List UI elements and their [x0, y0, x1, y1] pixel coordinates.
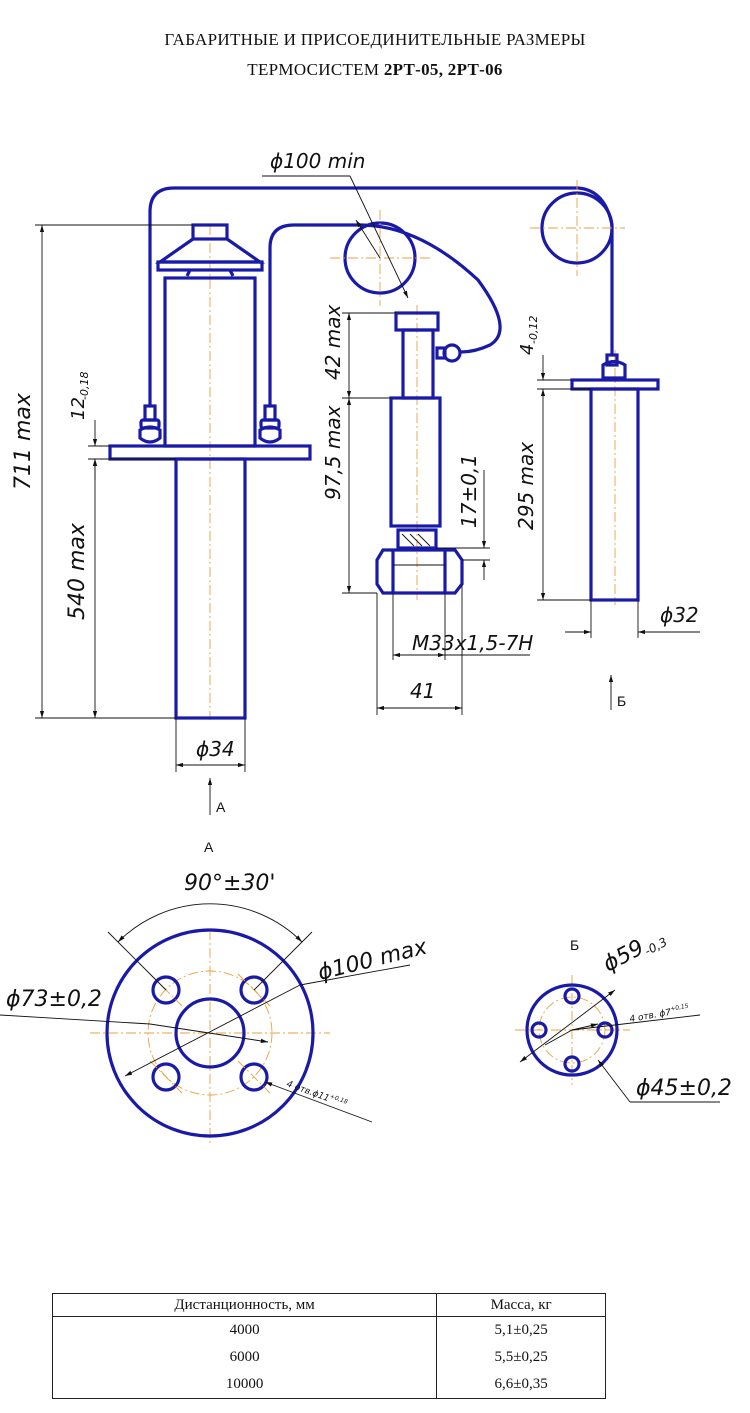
mass-table: Дистанционность, мм Масса, кг 4000 5,1±0… — [51, 1293, 606, 1399]
dim-d73: ϕ73±0,2 — [6, 987, 102, 1012]
table-cell-mass: 5,5±0,25 — [436, 1344, 606, 1371]
dim-4-tol: -0,12 — [527, 316, 540, 344]
dim-d34: ϕ34 — [196, 737, 235, 761]
dim-41: 41 — [410, 679, 435, 703]
dim-42: 42 max — [321, 304, 345, 380]
dim-holes-a-tol: +0,18 — [329, 1093, 349, 1106]
dim-17: 17±0,1 — [457, 454, 481, 528]
dim-d45: ϕ45±0,2 — [636, 1076, 732, 1101]
table-row: 10000 6,6±0,35 — [51, 1371, 606, 1399]
table-row: 6000 5,5±0,25 — [51, 1344, 606, 1371]
dim-d59-text: ϕ59 — [599, 935, 648, 977]
dim-thread: M33x1,5-7H — [412, 631, 533, 655]
dim-12-tol: -0,18 — [78, 372, 91, 400]
dim-4: 4 — [517, 344, 538, 355]
bend-circle-right — [530, 180, 625, 276]
dim-d100max: ϕ100 max — [315, 934, 430, 985]
dim-d59-tol: -0,3 — [642, 935, 669, 958]
dim-holes-b: 4 отв. ϕ7+0,15 — [628, 1003, 690, 1025]
dim-d59: ϕ59-0,3 — [599, 924, 669, 978]
view-a — [0, 903, 411, 1145]
view-b-label: Б — [570, 937, 579, 953]
dim-295: 295 max — [514, 442, 538, 530]
right-sensor — [570, 350, 660, 605]
main-sensor — [108, 223, 312, 720]
dim-angle: 90°±30' — [184, 871, 275, 896]
table-cell-distance: 10000 — [51, 1371, 438, 1399]
view-b-arrow-label: Б — [617, 693, 626, 709]
dim-12: 12 — [68, 397, 89, 420]
dim-540: 540 max — [65, 522, 90, 620]
middle-sensor — [375, 305, 464, 600]
title-line-2: ТЕРМОСИСТЕМ 2РТ-05, 2РТ-06 — [0, 60, 750, 80]
dim-711: 711 max — [11, 392, 36, 490]
table-cell-mass: 6,6±0,35 — [436, 1371, 606, 1399]
table-header-distance: Дистанционность, мм — [51, 1293, 438, 1317]
table-row: 4000 5,1±0,25 — [51, 1316, 606, 1344]
dim-d100min: ϕ100 min — [270, 149, 365, 173]
dim-d32: ϕ32 — [660, 603, 699, 627]
title-prefix: ТЕРМОСИСТЕМ — [247, 60, 384, 79]
title-models: 2РТ-05, 2РТ-06 — [383, 60, 503, 79]
dim-97-5: 97,5 max — [321, 405, 345, 500]
table-cell-mass: 5,1±0,25 — [436, 1316, 606, 1344]
view-a-arrow-label: А — [216, 799, 226, 815]
dim-holes-b-text: 4 отв. ϕ7 — [629, 1008, 672, 1025]
view-b — [515, 975, 720, 1103]
table-header-row: Дистанционность, мм Масса, кг — [51, 1293, 606, 1317]
table-cell-distance: 6000 — [51, 1344, 438, 1371]
title-line-1: ГАБАРИТНЫЕ И ПРИСОЕДИНИТЕЛЬНЫЕ РАЗМЕРЫ — [164, 30, 586, 49]
table-header-mass: Масса, кг — [436, 1293, 606, 1317]
dim-holes-b-tol: +0,15 — [670, 1003, 690, 1013]
table-cell-distance: 4000 — [51, 1316, 438, 1344]
view-a-label: А — [204, 839, 214, 855]
dimension-lines — [35, 224, 700, 815]
